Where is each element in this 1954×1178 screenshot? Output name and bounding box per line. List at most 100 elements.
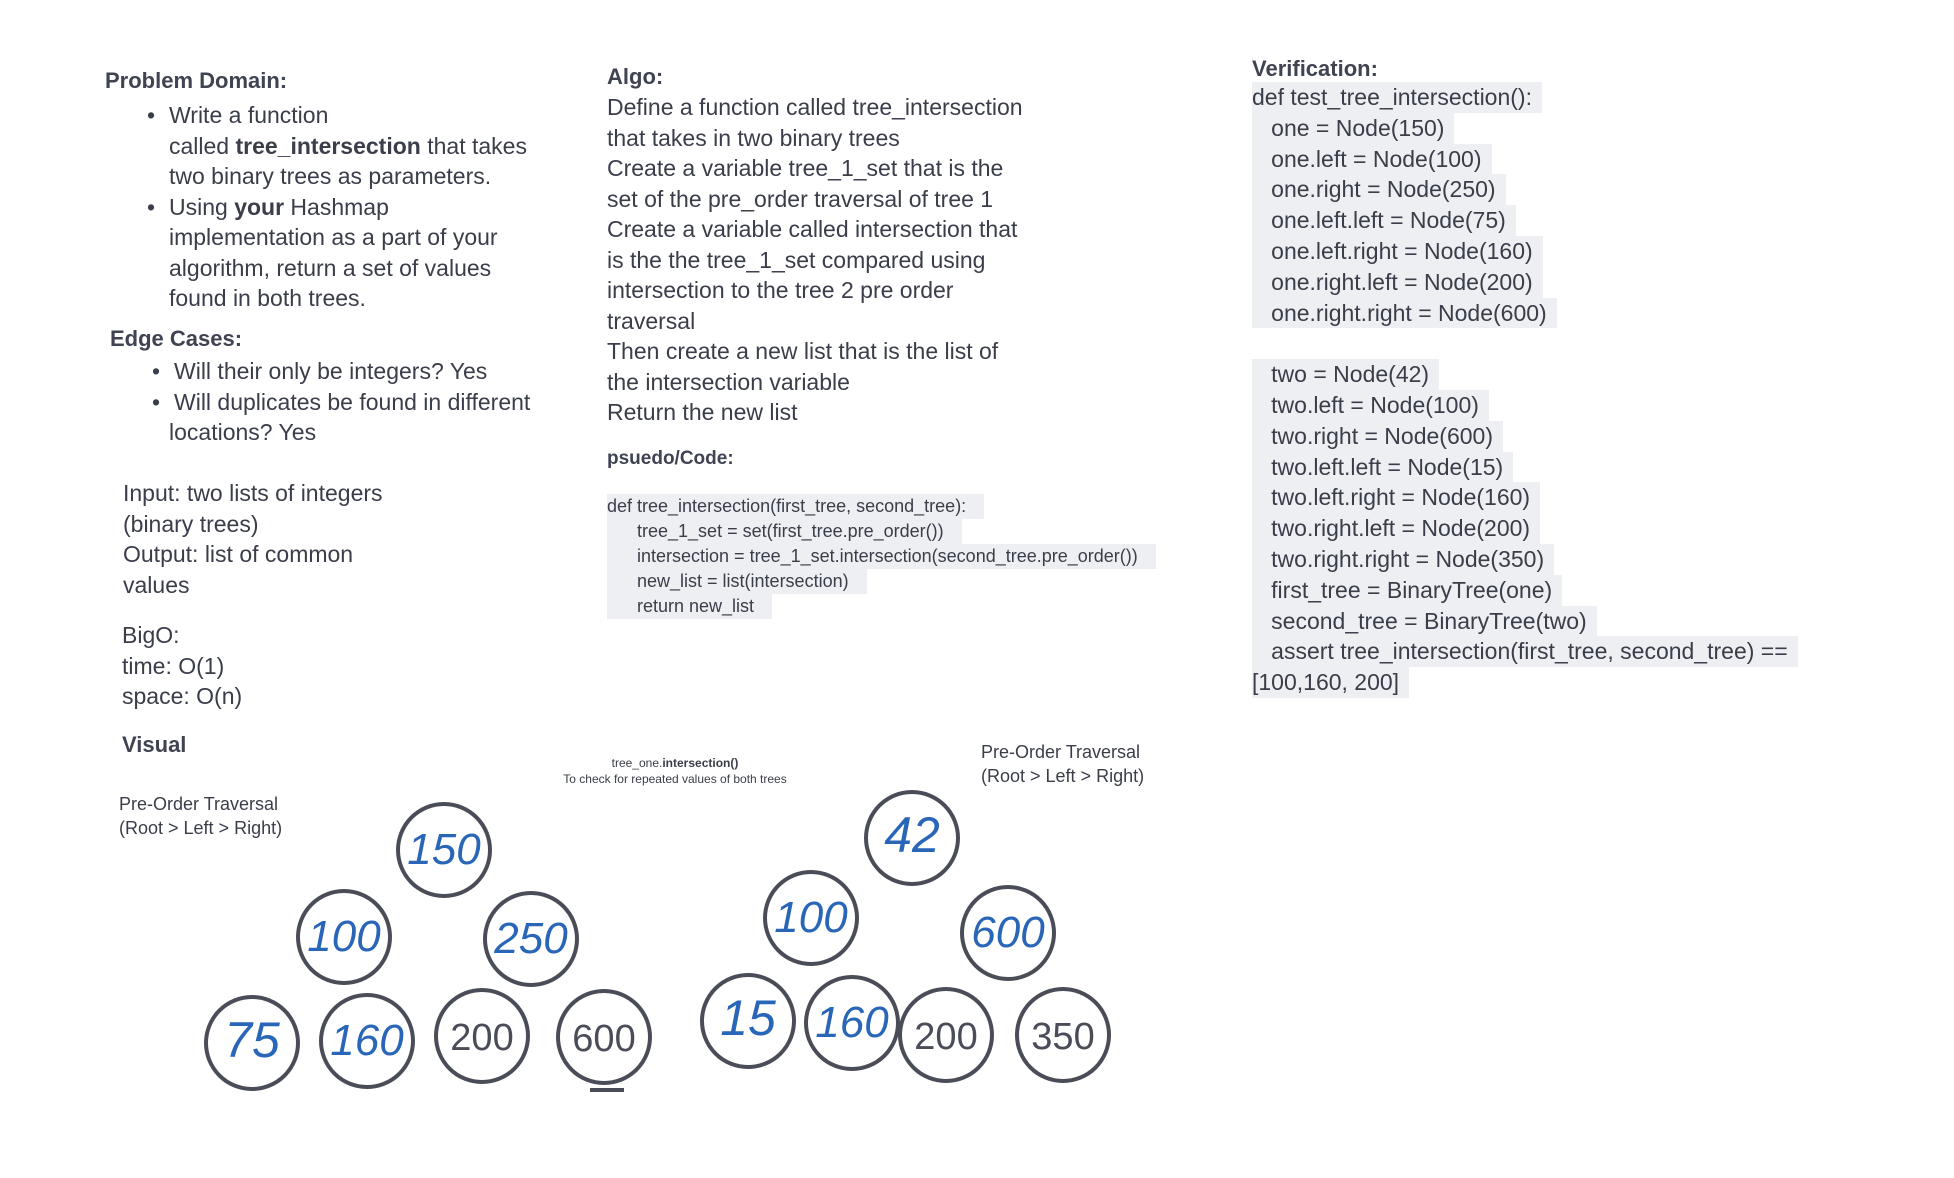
algo-line: is the the tree_1_set compared using xyxy=(607,246,986,273)
verification-code-block: def test_tree_intersection(): one = Node… xyxy=(1252,82,1942,698)
tree-one-traversal-label: Pre-Order Traversal (Root > Left > Right… xyxy=(119,792,282,840)
node-circle xyxy=(1015,987,1111,1083)
traversal-label-line: (Root > Left > Right) xyxy=(981,766,1145,786)
pd-line-rich: called tree_intersection that takes xyxy=(169,132,527,159)
node-circle xyxy=(434,988,530,1084)
tree-two-node: 160 xyxy=(804,975,900,1071)
tree-one-node: 75 xyxy=(204,995,300,1091)
algo-line: intersection to the tree 2 pre order xyxy=(607,277,954,303)
bigo-line: space: O(n) xyxy=(122,683,243,709)
node-value: 250 xyxy=(493,914,568,963)
pd-line-rich: Using your Hashmap xyxy=(169,193,389,220)
algo-line: Return the new list xyxy=(607,399,798,425)
pseudo-code-line: return new_list xyxy=(607,594,773,619)
node-circle xyxy=(700,973,796,1069)
node-value: 75 xyxy=(224,1012,280,1068)
verification-code-line: one = Node(150) xyxy=(1252,112,1455,144)
pseudo-code-line: new_list = list(intersection) xyxy=(607,569,867,594)
node-value: 160 xyxy=(330,1016,404,1065)
verification-code-line: two.left.right = Node(160) xyxy=(1252,482,1541,514)
node-circle xyxy=(804,975,900,1071)
pd-line: two binary trees as parameters. xyxy=(169,163,492,189)
tree-one-node: 600 xyxy=(556,989,652,1085)
node-value: 15 xyxy=(720,990,776,1046)
tree-two-node: 42 xyxy=(864,790,960,886)
verification-code-line: def test_tree_intersection(): xyxy=(1252,82,1542,113)
verification-code-line: first_tree = BinaryTree(one) xyxy=(1252,574,1563,606)
tree-two-node: 200 xyxy=(898,987,994,1083)
node-value: 150 xyxy=(407,825,481,874)
algo-line: Then create a new list that is the list … xyxy=(607,338,999,364)
node-circle xyxy=(319,993,415,1089)
bold-term: your xyxy=(234,193,285,220)
verification-code-line: second_tree = BinaryTree(two) xyxy=(1252,605,1597,637)
pseudo-code-line: intersection = tree_1_set.intersection(s… xyxy=(607,544,1156,569)
tree-one-node: 150 xyxy=(396,802,492,898)
node-value: 200 xyxy=(450,1017,513,1059)
pseudo-code-block: def tree_intersection(first_tree, second… xyxy=(607,494,1227,619)
io-line: Input: two lists of integers xyxy=(123,480,383,506)
problem-domain-section: Problem Domain: Write a function called … xyxy=(105,68,575,314)
node-circle xyxy=(960,885,1056,981)
node-value: 42 xyxy=(884,807,940,863)
traversal-label-line: Pre-Order Traversal xyxy=(981,742,1141,762)
verification-code-line: two.right = Node(600) xyxy=(1252,420,1503,452)
problem-domain-list: Write a function called tree_intersectio… xyxy=(147,100,575,314)
node-value: 100 xyxy=(307,912,381,961)
problem-domain-bullet: Write a function called tree_intersectio… xyxy=(147,100,575,192)
pseudo-heading: psuedo/Code: xyxy=(607,448,734,469)
traversal-label-line: (Root > Left > Right) xyxy=(119,818,283,838)
edge-cases-heading: Edge Cases: xyxy=(110,326,243,351)
tree-one-node: 200 xyxy=(434,988,530,1084)
node-circle xyxy=(556,989,652,1085)
verification-code-line: two.right.left = Node(200) xyxy=(1252,513,1541,544)
algo-section: Algo: Define a function called tree_inte… xyxy=(607,64,1127,428)
algo-line: that takes in two binary trees xyxy=(607,124,900,151)
pd-line: algorithm, return a set of values xyxy=(169,254,492,281)
edge-cases-section: Edge Cases: Will their only be integers?… xyxy=(110,326,610,448)
node-circle xyxy=(204,995,300,1091)
node-circle xyxy=(296,889,392,985)
node-value: 160 xyxy=(815,998,889,1047)
note-method: intersection() xyxy=(662,756,739,770)
verification-code-line: two.left.left = Node(15) xyxy=(1252,451,1514,483)
ec-line: Will their only be integers? Yes xyxy=(174,358,488,384)
verification-code-line: one.left.left = Node(75) xyxy=(1252,205,1516,236)
verification-code-line: one.left = Node(100) xyxy=(1252,143,1492,175)
node-value: 600 xyxy=(971,908,1045,957)
tree-one-node: 250 xyxy=(483,891,579,987)
node-value: 350 xyxy=(1031,1016,1094,1058)
note-prefix: tree_one. xyxy=(611,756,663,770)
visual-heading: Visual xyxy=(122,732,187,757)
verification-heading: Verification: xyxy=(1252,56,1378,81)
pd-line: implementation as a part of your xyxy=(169,224,498,250)
algo-heading: Algo: xyxy=(607,64,664,89)
bigo-section: BigO: time: O(1) space: O(n) xyxy=(122,620,422,712)
verification-code-line: [100,160, 200] xyxy=(1252,667,1410,698)
algo-line: Create a variable called intersection th… xyxy=(607,216,1018,242)
node-circle xyxy=(483,891,579,987)
algo-line: Define a function called tree_intersecti… xyxy=(607,94,1023,120)
node-circle xyxy=(763,870,859,966)
bold-term: tree_intersection xyxy=(235,132,421,159)
tree-two-node: 350 xyxy=(1015,987,1111,1083)
io-line: Output: list of common xyxy=(123,541,354,567)
ec-line: Will duplicates be found in different xyxy=(174,388,531,415)
verification-code-line: assert tree_intersection(first_tree, sec… xyxy=(1252,636,1798,668)
edge-case-bullet: Will duplicates be found in different lo… xyxy=(152,387,610,448)
algo-lines: Define a function called tree_intersecti… xyxy=(607,92,1127,428)
intersection-note: tree_one.intersection() To check for rep… xyxy=(530,755,820,787)
pseudo-code-line: tree_1_set = set(first_tree.pre_order()) xyxy=(607,519,962,544)
tree-two-traversal-label: Pre-Order Traversal (Root > Left > Right… xyxy=(981,740,1144,788)
traversal-label-line: Pre-Order Traversal xyxy=(119,794,279,814)
verification-code-line: one.right.right = Node(600) xyxy=(1252,297,1557,329)
bigo-line: BigO: xyxy=(122,622,180,648)
verification-code-line: one.left.right = Node(160) xyxy=(1252,235,1543,267)
intersection-note-line2: To check for repeated values of both tre… xyxy=(563,772,787,786)
pseudo-code-line: def tree_intersection(first_tree, second… xyxy=(607,494,985,519)
algo-line: traversal xyxy=(607,307,696,334)
node-value: 200 xyxy=(914,1016,977,1058)
tree-two-node: 600 xyxy=(960,885,1056,981)
tree-one-node: 100 xyxy=(296,889,392,985)
